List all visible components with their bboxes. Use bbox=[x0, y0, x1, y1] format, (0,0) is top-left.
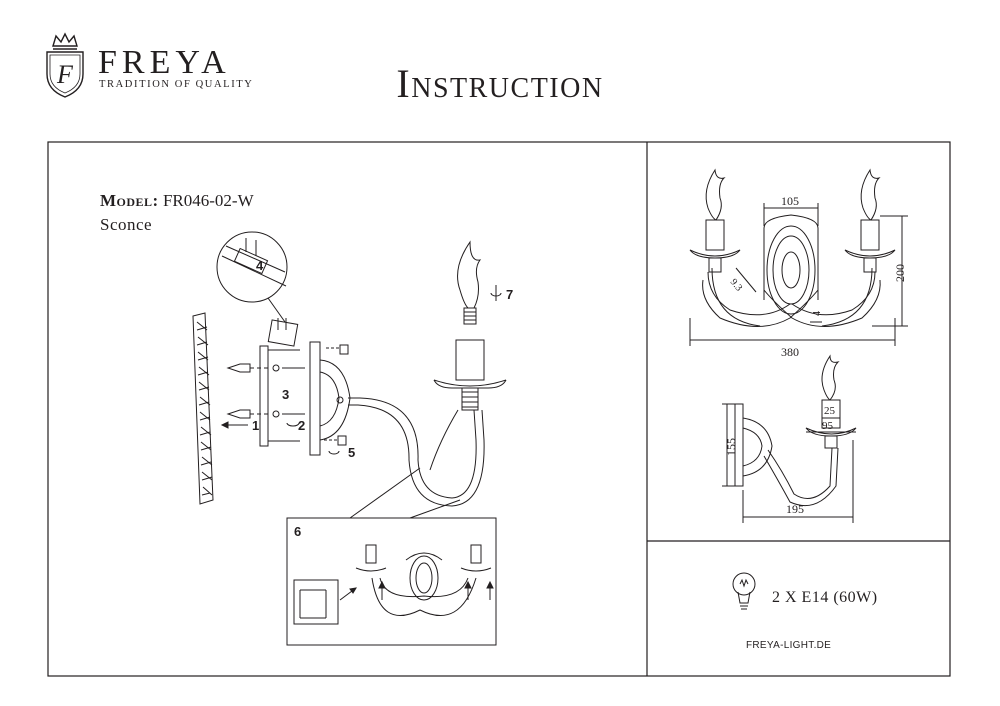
dim-cup-small: 25 bbox=[824, 405, 836, 417]
page-title: Instruction bbox=[0, 64, 1000, 104]
dim-arm-b: 4 bbox=[812, 311, 823, 316]
terminal-block-detail bbox=[216, 231, 299, 347]
front-view-drawing bbox=[689, 168, 908, 346]
page-title-text: Instruction bbox=[396, 61, 604, 106]
step-label-3: 3 bbox=[282, 387, 289, 402]
dim-height: 200 bbox=[893, 264, 907, 282]
brand-tagline: TRADITION OF QUALITY bbox=[99, 79, 254, 90]
mounting-bracket bbox=[259, 345, 305, 447]
main-frame bbox=[47, 141, 951, 677]
step-label-2: 2 bbox=[298, 418, 305, 433]
crystal-strip bbox=[192, 312, 214, 505]
dim-plate-width: 105 bbox=[781, 194, 799, 208]
dim-front-width: 380 bbox=[781, 345, 799, 359]
side-view-drawing bbox=[722, 354, 857, 523]
dim-side-height: 155 bbox=[724, 438, 738, 456]
back-plate bbox=[309, 341, 351, 456]
candle-holder bbox=[433, 339, 507, 411]
step-label-1: 1 bbox=[252, 418, 259, 433]
wall-anchors bbox=[220, 363, 268, 429]
dim-arm-a: 9.3 bbox=[728, 277, 744, 294]
detail-box-6 bbox=[286, 517, 497, 646]
step-label-5: 5 bbox=[348, 445, 355, 460]
sconce-arm bbox=[336, 396, 485, 507]
lamp-spec: 2 X E14 (60W) bbox=[772, 589, 878, 606]
candle-bulb bbox=[457, 240, 482, 325]
svg-text:F: F bbox=[56, 60, 74, 89]
website-link[interactable]: FREYA-LIGHT.DE bbox=[746, 640, 832, 651]
light-bulb-icon bbox=[732, 572, 756, 610]
dim-cup-large: 95 bbox=[822, 420, 834, 432]
crowned-shield-logo-icon: F bbox=[46, 32, 84, 98]
model-number: FR046-02-W bbox=[162, 191, 254, 210]
step-label-6: 6 bbox=[294, 524, 301, 539]
step-label-4: 4 bbox=[256, 258, 264, 273]
product-type: Sconce bbox=[100, 215, 153, 234]
dim-side-depth: 195 bbox=[786, 502, 804, 516]
model-line: Model: FR046-02-W bbox=[100, 192, 254, 209]
brand-name: FREYA bbox=[98, 44, 231, 81]
step-label-7: 7 bbox=[506, 287, 513, 302]
model-label: Model: bbox=[100, 191, 159, 210]
